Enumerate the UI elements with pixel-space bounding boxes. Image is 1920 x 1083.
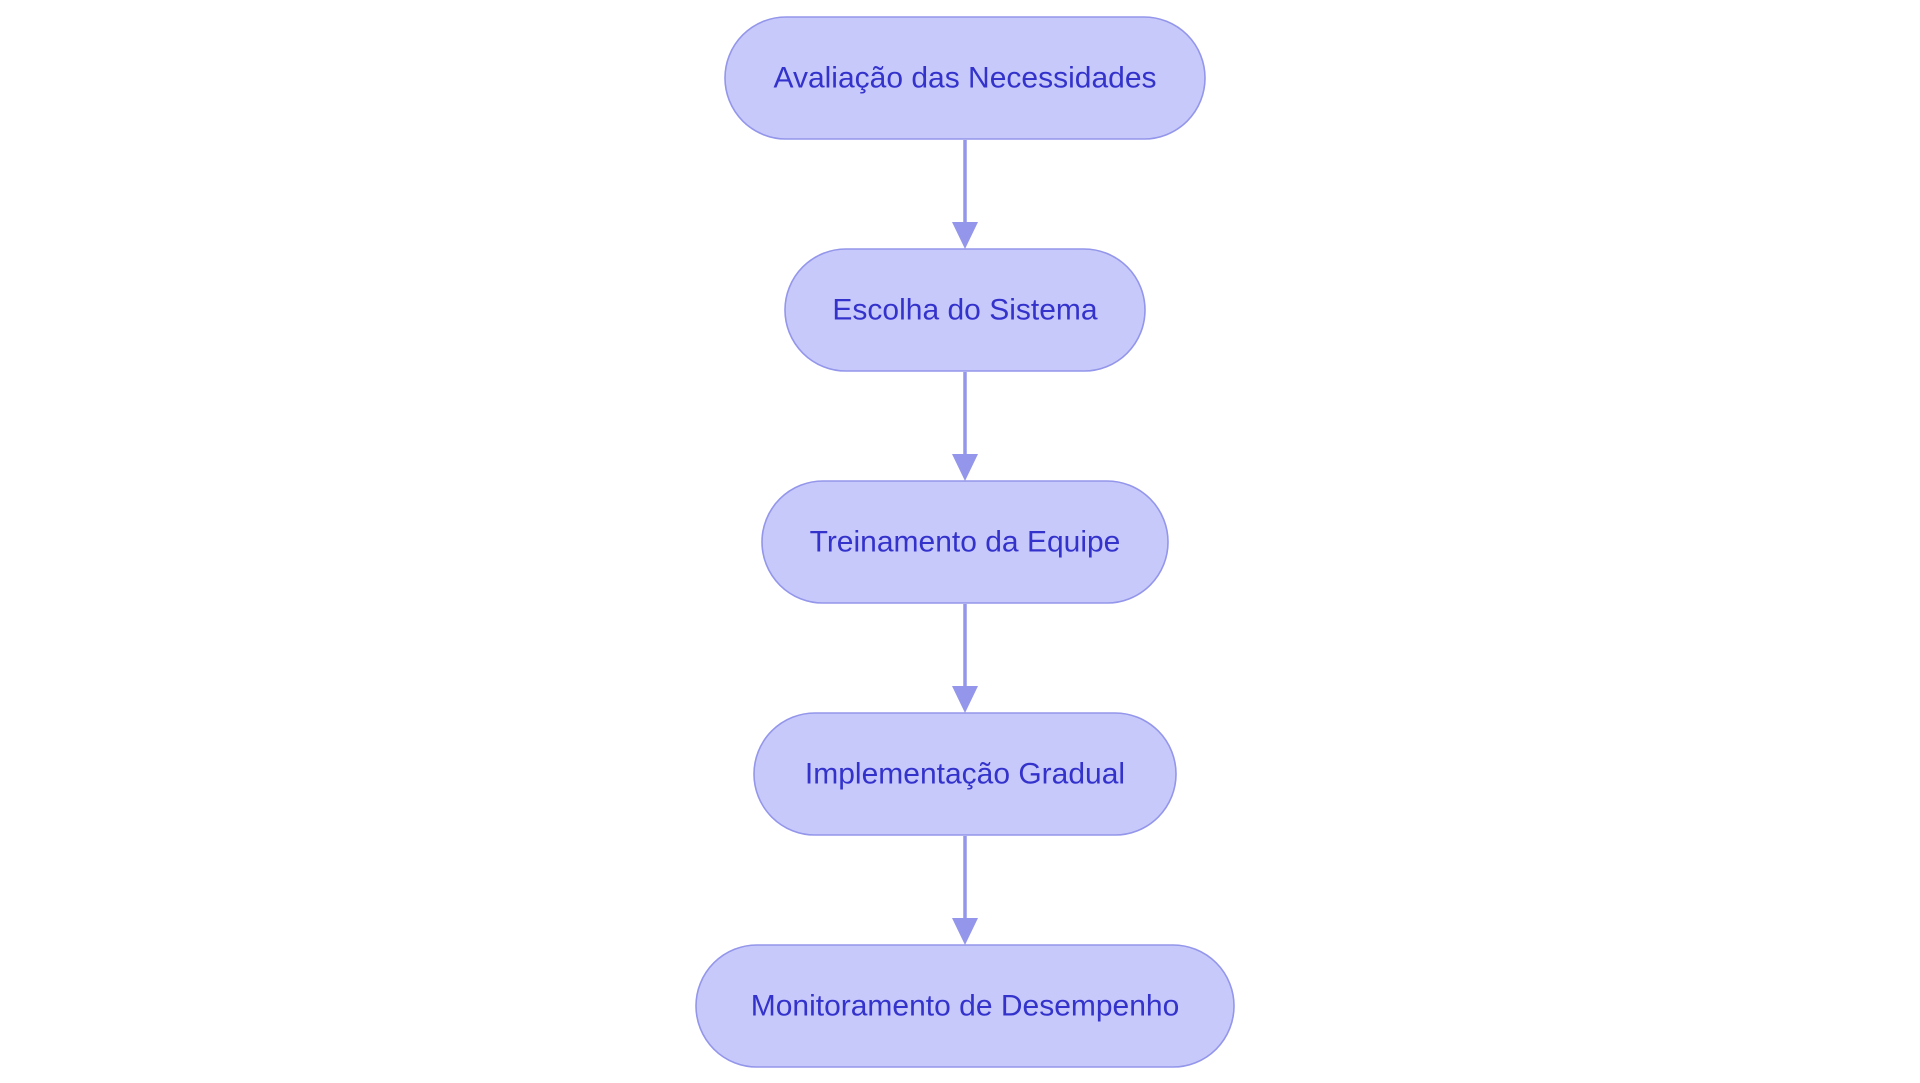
node-label: Avaliação das Necessidades bbox=[773, 62, 1156, 95]
edge-system-to-training bbox=[952, 372, 978, 481]
node-monitoramento-de-desempenho[interactable]: Monitoramento de Desempenho bbox=[695, 944, 1235, 1068]
node-shape bbox=[724, 16, 1206, 140]
arrow-head-icon bbox=[952, 222, 978, 249]
node-shape bbox=[753, 712, 1177, 836]
node-label: Treinamento da Equipe bbox=[810, 526, 1121, 559]
node-label: Escolha do Sistema bbox=[832, 294, 1097, 327]
node-shape bbox=[695, 944, 1235, 1068]
node-implementacao-gradual[interactable]: Implementação Gradual bbox=[753, 712, 1177, 836]
arrow-head-icon bbox=[952, 454, 978, 481]
edge-implementation-to-monitoring bbox=[952, 836, 978, 945]
node-shape bbox=[784, 248, 1146, 372]
arrow-head-icon bbox=[952, 686, 978, 713]
node-shape bbox=[761, 480, 1169, 604]
node-label: Monitoramento de Desempenho bbox=[751, 990, 1180, 1023]
edge-needs-to-system bbox=[952, 140, 978, 249]
node-avaliacao-das-necessidades[interactable]: Avaliação das Necessidades bbox=[724, 16, 1206, 140]
arrow-head-icon bbox=[952, 918, 978, 945]
node-treinamento-da-equipe[interactable]: Treinamento da Equipe bbox=[761, 480, 1169, 604]
node-escolha-do-sistema[interactable]: Escolha do Sistema bbox=[784, 248, 1146, 372]
edge-training-to-implementation bbox=[952, 604, 978, 713]
node-label: Implementação Gradual bbox=[805, 758, 1125, 791]
